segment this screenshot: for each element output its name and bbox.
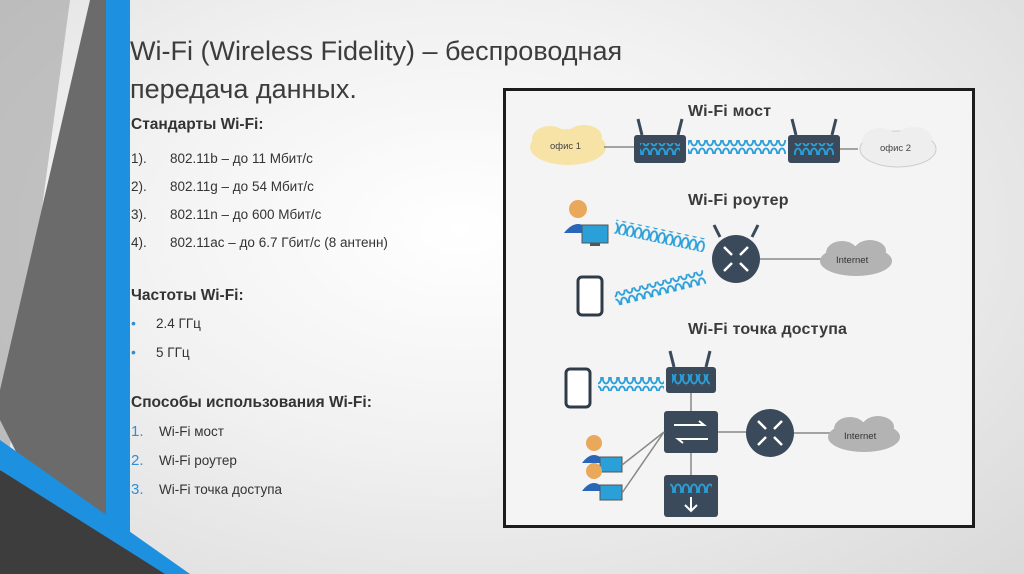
usage-number: 1.: [131, 423, 144, 440]
router-label: Wi-Fi роутер: [688, 192, 789, 209]
usage-item: 1. Wi-Fi мост: [131, 423, 224, 440]
standard-number: 3).: [131, 207, 147, 222]
usage-number: 3.: [131, 481, 144, 498]
router-icon: [712, 224, 760, 283]
internet-label: Internet: [844, 431, 877, 442]
standard-text: 802.11g – до 54 Мбит/с: [170, 179, 314, 194]
bridge-label: Wi-Fi мост: [688, 103, 772, 120]
switch-icon: [664, 411, 718, 453]
wifi-wave-icon: [613, 270, 707, 306]
frequency-item: • 5 ГГц: [131, 344, 190, 360]
bridge-ap-left-icon: [634, 118, 686, 163]
tablet-icon: [564, 367, 592, 409]
standard-number: 1).: [131, 151, 147, 166]
usage-text: Wi-Fi мост: [159, 424, 224, 439]
diagram-graphics: [530, 118, 937, 517]
tablet-icon: [576, 275, 604, 317]
standard-number: 2).: [131, 179, 147, 194]
standard-item: 2). 802.11g – до 54 Мбит/с: [131, 179, 314, 194]
frequency-item: • 2.4 ГГц: [131, 315, 201, 331]
usage-item: 2. Wi-Fi роутер: [131, 452, 237, 469]
bullet-icon: •: [131, 344, 136, 360]
standard-item: 3). 802.11n – до 600 Мбит/с: [131, 207, 321, 222]
bullet-icon: •: [131, 315, 136, 331]
standard-number: 4).: [131, 235, 147, 250]
usage-text: Wi-Fi точка доступа: [159, 482, 283, 497]
network-diagram: Wi-Fi мост офис 1 офис 2 Wi-Fi роутер In…: [503, 88, 975, 528]
frequencies-heading: Частоты Wi-Fi:: [131, 287, 244, 304]
office2-cloud-icon: [859, 127, 937, 168]
decorative-stripes: [0, 0, 190, 574]
slide-title: Wi-Fi (Wireless Fidelity) – беспроводная…: [130, 36, 623, 104]
office1-label: офис 1: [550, 141, 582, 152]
wifi-wave-icon: [613, 219, 707, 253]
standard-text: 802.11b – до 11 Мбит/с: [170, 151, 313, 166]
office2-label: офис 2: [880, 143, 912, 154]
standard-text: 802.11ac – до 6.7 Гбит/с (8 антенн): [170, 235, 388, 250]
user-pc-icon: [564, 200, 609, 246]
users-pc-icon: [582, 435, 623, 501]
access-point-label: Wi-Fi точка доступа: [688, 321, 848, 338]
office1-cloud-icon: [530, 125, 606, 165]
wifi-wave-icon: [688, 140, 786, 154]
usage-text: Wi-Fi роутер: [159, 453, 237, 468]
internet-cloud-icon: [828, 416, 900, 452]
internet-cloud-icon: [820, 240, 892, 276]
usage-number: 2.: [131, 452, 144, 469]
standard-item: 4). 802.11ac – до 6.7 Гбит/с (8 антенн): [131, 235, 388, 250]
wireless-controller-icon: [664, 475, 718, 517]
usage-item: 3. Wi-Fi точка доступа: [131, 481, 282, 498]
usage-heading: Способы использования Wi-Fi:: [131, 394, 372, 411]
internet-label: Internet: [836, 255, 869, 266]
standard-text: 802.11n – до 600 Мбит/с: [170, 207, 322, 222]
standard-item: 1). 802.11b – до 11 Мбит/с: [131, 151, 313, 166]
access-point-icon: [666, 350, 716, 393]
standards-heading: Стандарты Wi-Fi:: [131, 116, 264, 133]
bridge-ap-right-icon: [788, 118, 840, 163]
frequency-text: 5 ГГц: [156, 345, 190, 360]
router-icon: [746, 409, 794, 457]
frequency-text: 2.4 ГГц: [156, 316, 201, 331]
wifi-wave-icon: [598, 377, 664, 391]
